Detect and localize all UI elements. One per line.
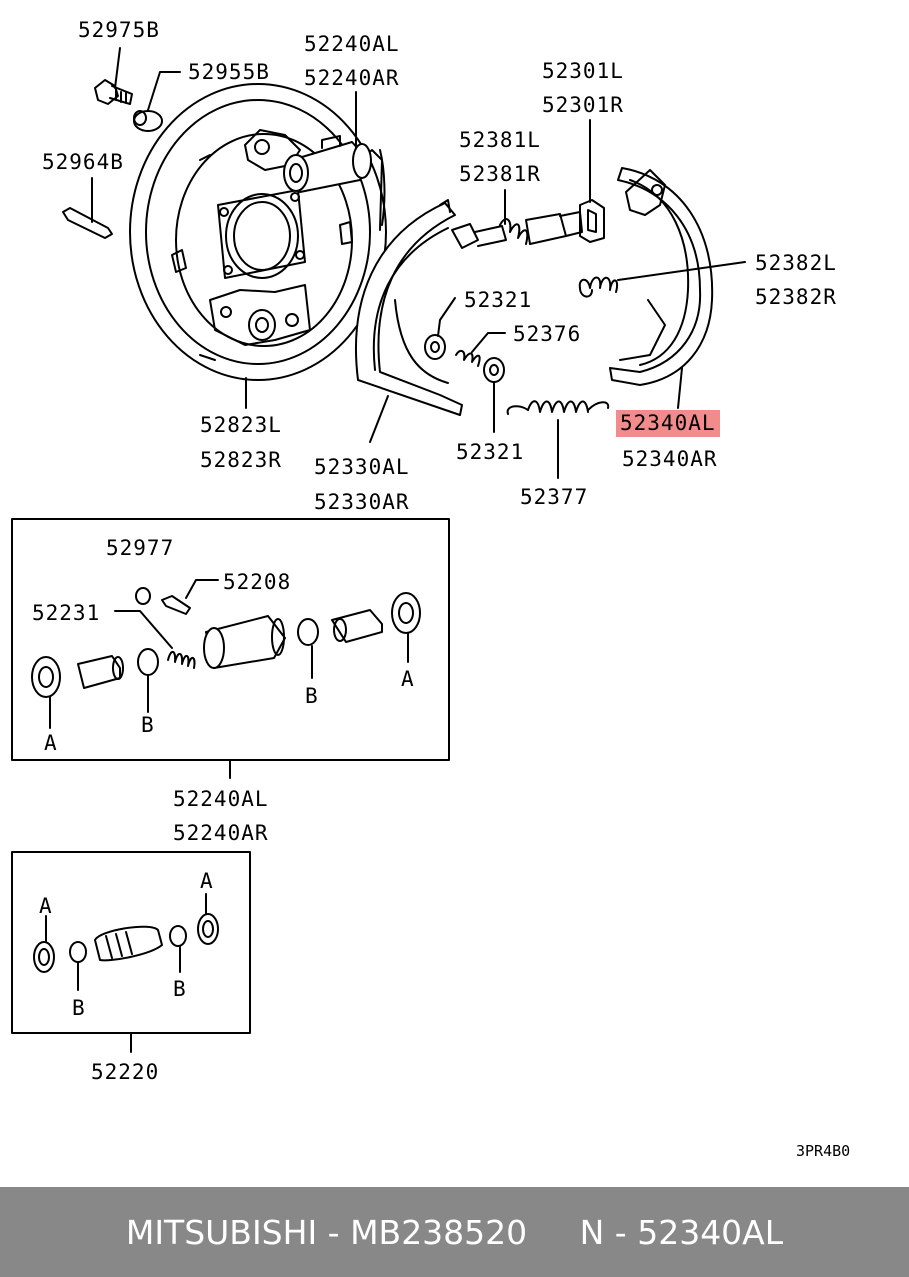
label-52382r: 52382R: [755, 285, 837, 309]
label-52975b: 52975B: [78, 18, 160, 42]
label-52240ar-top: 52240AR: [304, 66, 400, 90]
footer-brand: MITSUBISHI: [125, 1212, 318, 1252]
bleeder-52964b: [62, 177, 113, 239]
spring-52376: [455, 332, 506, 367]
footer-gap: [527, 1213, 579, 1252]
lever-52301: [579, 119, 605, 243]
footer-bar: MITSUBISHI - MB238520 N - 52340AL: [0, 1187, 909, 1277]
label-52301r: 52301R: [542, 93, 624, 117]
label-box2-b-right: B: [173, 977, 187, 1001]
label-52381r: 52381R: [459, 162, 541, 186]
reference-code: 3PR4B0: [796, 1142, 851, 1160]
label-box2-a-right: A: [200, 869, 214, 893]
label-52977: 52977: [106, 536, 175, 560]
label-box1-b-right: B: [305, 684, 319, 708]
label-52321-lower: 52321: [456, 440, 525, 464]
cap-52955b: [133, 71, 181, 132]
label-52377: 52377: [520, 485, 589, 509]
brake-shoe-52340: [609, 167, 714, 409]
wheel-cylinder: [283, 135, 372, 193]
label-52823r: 52823R: [200, 448, 282, 472]
label-52240al-top: 52240AL: [304, 32, 400, 56]
adjuster-52381: [451, 189, 583, 249]
footer-part-number: MB238520: [350, 1212, 528, 1252]
cylinder-kit-box: [11, 518, 450, 779]
footer-separator-2: -: [604, 1212, 638, 1252]
label-box2-b-left: B: [72, 996, 86, 1020]
label-52382l: 52382L: [755, 251, 837, 275]
label-52321-upper: 52321: [464, 288, 533, 312]
label-52301l: 52301L: [542, 59, 624, 83]
label-52340al-highlighted: 52340AL: [616, 410, 720, 437]
label-52220: 52220: [91, 1060, 160, 1084]
label-52823l: 52823L: [200, 413, 282, 437]
brake-shoe-52330: [354, 199, 463, 443]
cup-52321-lower: [483, 357, 505, 433]
label-52340ar: 52340AR: [622, 447, 718, 471]
repair-kit-box: [11, 851, 251, 1053]
footer-n-prefix: N: [579, 1212, 605, 1252]
label-box2-a-left: A: [39, 894, 53, 918]
label-52955b: 52955B: [188, 60, 270, 84]
label-52381l: 52381L: [459, 128, 541, 152]
label-box1-b-left: B: [141, 713, 155, 737]
spring-52377: [506, 400, 610, 479]
label-52240ar-box: 52240AR: [173, 821, 269, 845]
label-box1-a-left: A: [44, 731, 58, 755]
spring-52382: [578, 261, 746, 298]
footer-separator: -: [317, 1212, 351, 1252]
label-52231: 52231: [32, 601, 101, 625]
label-52330al: 52330AL: [314, 455, 410, 479]
label-52376: 52376: [513, 322, 582, 346]
backing-plate: [129, 83, 387, 381]
label-52964b: 52964B: [42, 150, 124, 174]
label-box1-a-right: A: [401, 667, 415, 691]
label-52240al-box: 52240AL: [173, 787, 269, 811]
label-52208: 52208: [223, 570, 292, 594]
footer-n-value: 52340AL: [637, 1212, 784, 1252]
cup-52321-upper: [424, 297, 456, 360]
bolt-52975b: [94, 47, 133, 105]
label-52330ar: 52330AR: [314, 490, 410, 514]
brake-exploded-diagram: [11, 47, 746, 1053]
